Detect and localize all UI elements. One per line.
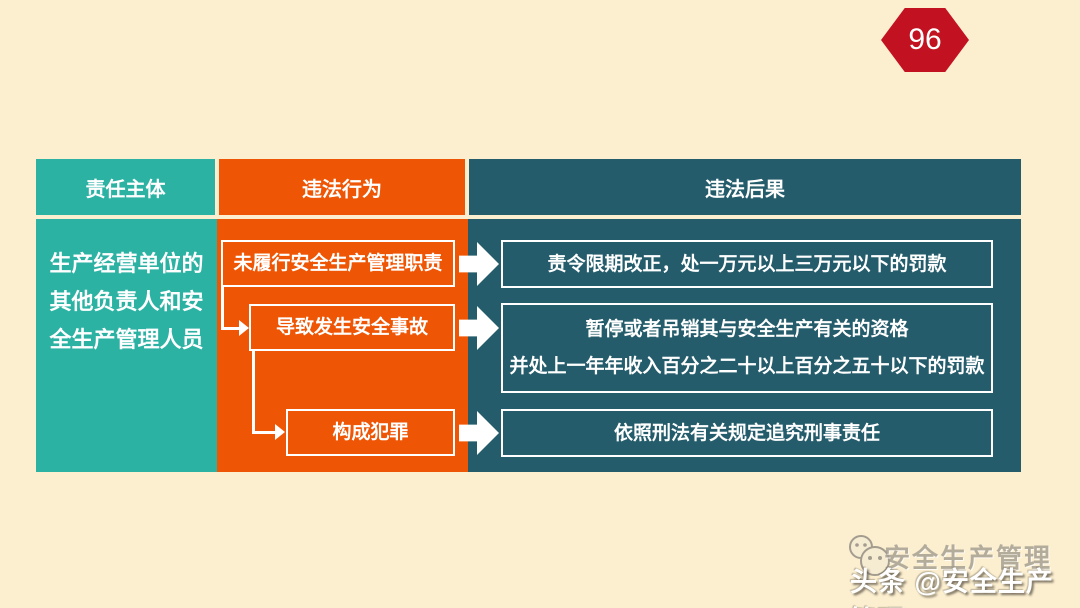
violation-label: 导致发生安全事故 (275, 317, 428, 338)
subject-line: 全生产管理人员 (49, 327, 204, 352)
header-label: 违法行为 (302, 178, 382, 201)
column-legal-consequence (468, 219, 1021, 472)
consequence-box-fine: 责令限期改正，处一万元以上三万元以下的罚款 (501, 240, 993, 288)
connector-arrowhead-icon (239, 320, 249, 336)
header-illegal-act: 违法行为 (219, 159, 465, 215)
page-number: 96 (908, 23, 942, 56)
connector-line (221, 287, 224, 330)
violation-box-constituting-crime: 构成犯罪 (286, 409, 455, 456)
consequence-line: 暂停或者吊销其与安全生产有关的资格 (585, 319, 909, 340)
page-number-badge: 96 (881, 8, 969, 72)
subject-line: 生产经营单位的 (49, 251, 204, 276)
watermark-logo-icon (849, 535, 890, 576)
connector-line (252, 351, 255, 434)
watermark-brand-text: 安全生产管理 (884, 543, 1053, 573)
violation-label: 构成犯罪 (332, 422, 409, 443)
violation-box-failure-to-perform: 未履行安全生产管理职责 (221, 240, 455, 287)
header-legal-consequence: 违法后果 (469, 159, 1021, 215)
violation-label: 未履行安全生产管理职责 (233, 253, 443, 274)
connector-line (221, 327, 240, 330)
consequence-line: 依照刑法有关规定追究刑事责任 (613, 422, 880, 444)
consequence-box-criminal-liability: 依照刑法有关规定追究刑事责任 (501, 409, 993, 457)
subject-line: 其他负责人和安 (49, 289, 204, 314)
header-responsible-party: 责任主体 (36, 159, 215, 215)
column-illegal-act (217, 219, 468, 472)
connector-arrowhead-icon (275, 424, 285, 440)
consequence-line: 责令限期改正，处一万元以上三万元以下的罚款 (547, 253, 947, 275)
connector-line (252, 431, 276, 434)
watermark-toutiao-text: 头条 @安全生产管理 (850, 567, 1054, 608)
violation-box-causing-accident: 导致发生安全事故 (249, 304, 455, 351)
header-label: 违法后果 (705, 178, 785, 201)
consequence-line: 并处上一年年收入百分之二十以上百分之五十以下的罚款 (509, 356, 985, 377)
header-label: 责任主体 (85, 178, 166, 201)
consequence-box-suspend-qualification: 暂停或者吊销其与安全生产有关的资格 并处上一年年收入百分之二十以上百分之五十以下… (501, 303, 993, 393)
column-responsible-party: 生产经营单位的 其他负责人和安 全生产管理人员 (36, 219, 217, 472)
responsible-party-text: 生产经营单位的 其他负责人和安 全生产管理人员 (36, 219, 217, 359)
